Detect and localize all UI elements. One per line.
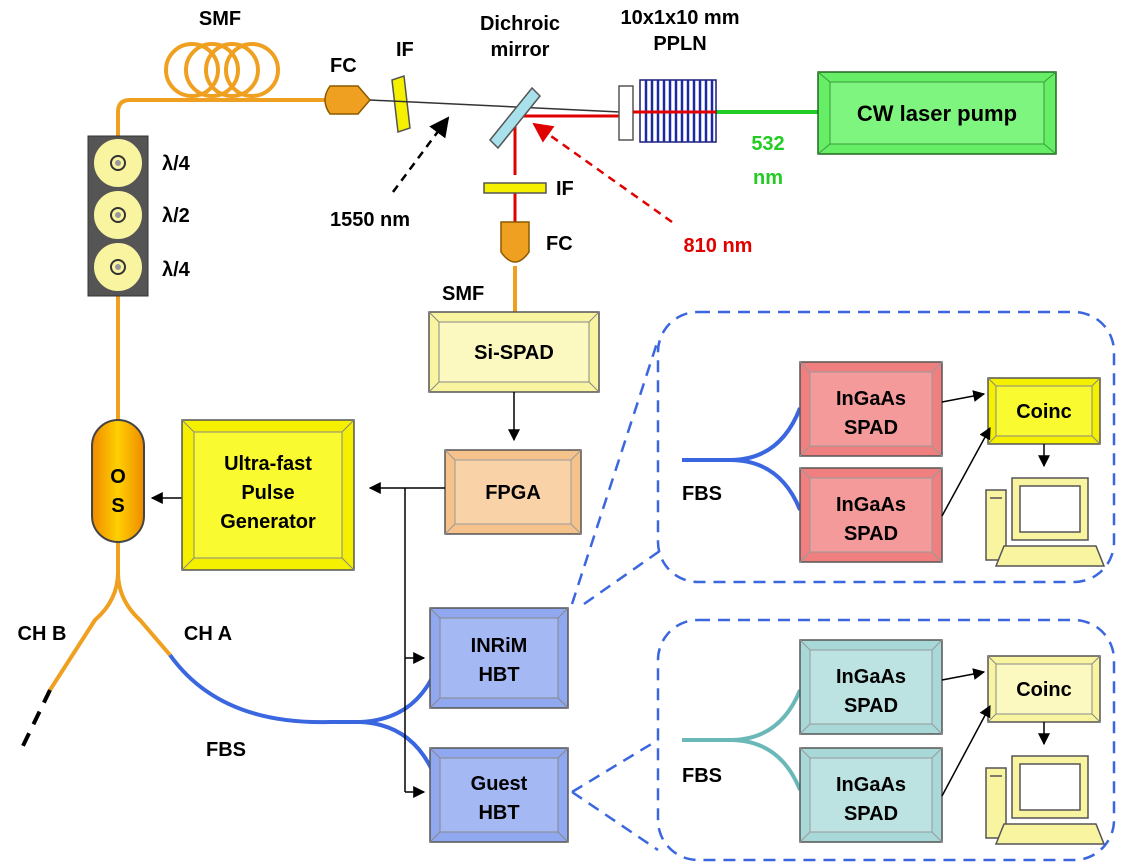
label-lambda2: λ/2: [162, 205, 190, 227]
label-pulse-3: Generator: [220, 511, 316, 533]
interference-filter-left: [391, 74, 411, 134]
label-spad-a1-2: SPAD: [844, 417, 898, 439]
label-guest-1: Guest: [471, 773, 528, 795]
label-fbs-top: FBS: [682, 483, 722, 505]
label-lambda4-bottom: λ/4: [162, 259, 191, 281]
label-ppln-2: PPLN: [653, 33, 706, 55]
label-laser: CW laser pump: [857, 101, 1017, 126]
label-si-spad: Si-SPAD: [474, 342, 554, 364]
label-spad-b2-2: SPAD: [844, 803, 898, 825]
coinc-bottom-arrows: [941, 668, 1050, 797]
interference-filter-mid: [483, 182, 547, 194]
chb-dashed: [18, 689, 52, 753]
guest-hbt-box: [429, 747, 569, 843]
label-pulse-1: Ultra-fast: [224, 453, 312, 475]
label-pulse-2: Pulse: [241, 482, 294, 504]
cw-laser-pump: [817, 71, 1057, 155]
label-ppln-1: 10x1x10 mm: [621, 7, 740, 29]
coinc-top-arrows: [941, 390, 1050, 517]
label-532-1: 532: [751, 133, 784, 155]
callout-guest: [656, 618, 1116, 862]
fbs-low-fiber: [682, 689, 802, 791]
callout-lines: [570, 339, 665, 852]
label-spad-b1-1: InGaAs: [836, 666, 906, 688]
arrow-810: [532, 122, 673, 224]
optical-switch: [91, 419, 145, 543]
ingaas-spad-b1: [799, 639, 943, 735]
label-fbs-bottom: FBS: [206, 739, 246, 761]
fiber-collimator-mid: [500, 221, 530, 263]
label-os-1: O: [110, 466, 126, 488]
label-dichroic-2: mirror: [491, 39, 550, 61]
coinc-box-bottom: [987, 655, 1101, 723]
ingaas-spad-a1: [799, 361, 943, 457]
ingaas-spad-b2: [799, 747, 943, 843]
label-spad-b1-2: SPAD: [844, 695, 898, 717]
si-spad-box: [428, 311, 600, 393]
beam-810: [513, 114, 620, 222]
label-spad-a2-2: SPAD: [844, 523, 898, 545]
label-spad-a1-1: InGaAs: [836, 388, 906, 410]
label-cha: CH A: [184, 623, 232, 645]
arrow-1550: [391, 116, 450, 193]
label-smf-top: SMF: [199, 8, 241, 30]
label-fbs-low: FBS: [682, 765, 722, 787]
coinc-box-top: [987, 377, 1101, 445]
fiber-collimator-left: [324, 85, 371, 115]
smf-fiber-top: [116, 42, 330, 300]
label-guest-2: HBT: [478, 802, 519, 824]
label-532-2: nm: [753, 167, 783, 189]
label-spad-a2-1: InGaAs: [836, 494, 906, 516]
label-smf-mid: SMF: [442, 283, 484, 305]
computer-icon-bottom: [985, 755, 1106, 845]
fbs-top-fiber: [682, 407, 802, 511]
label-chb: CH B: [18, 623, 67, 645]
dichroic-mirror: [488, 86, 542, 150]
label-inrim-2: HBT: [478, 664, 519, 686]
fpga-signal-lines: [150, 482, 445, 798]
fiber-left-vertical: [48, 296, 172, 692]
label-coinc-top: Coinc: [1016, 401, 1072, 423]
label-inrim-1: INRiM: [471, 635, 528, 657]
label-os-2: S: [111, 495, 124, 517]
label-fpga: FPGA: [485, 482, 541, 504]
computer-icon-top: [985, 477, 1106, 567]
beam-1550: [369, 99, 621, 113]
label-coinc-bottom: Coinc: [1016, 679, 1072, 701]
fbs-fiber-bottom: [168, 653, 434, 771]
fpga-box: [444, 449, 582, 535]
inrim-hbt-box: [429, 607, 569, 709]
label-lambda4-top: λ/4: [162, 153, 191, 175]
callout-inrim: [656, 310, 1116, 584]
label-fc-left: FC: [330, 55, 357, 77]
label-spad-b2-1: InGaAs: [836, 774, 906, 796]
label-if-mid: IF: [556, 178, 574, 200]
polarization-controller: [87, 135, 149, 297]
ingaas-spad-a2: [799, 467, 943, 563]
label-if-left: IF: [396, 39, 414, 61]
label-1550: 1550 nm: [330, 209, 410, 231]
ppln-crystal: [618, 79, 717, 143]
label-dichroic-1: Dichroic: [480, 13, 560, 35]
label-810: 810 nm: [684, 235, 753, 257]
pulse-generator-box: [181, 419, 355, 571]
label-fc-mid: FC: [546, 233, 573, 255]
